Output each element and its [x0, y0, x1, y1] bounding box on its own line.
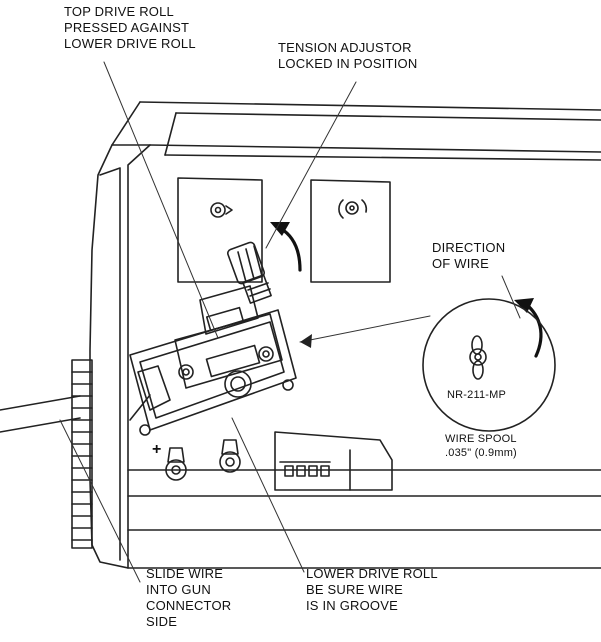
- label-slide-wire: SLIDE WIRE INTO GUN CONNECTOR SIDE: [146, 566, 232, 629]
- cabinet-base: [127, 431, 601, 569]
- pointer-arrowhead: [300, 334, 312, 348]
- label-lower-drive-roll: LOWER DRIVE ROLL BE SURE WIRE IS IN GROO…: [306, 566, 438, 613]
- label-top-drive-roll: TOP DRIVE ROLL PRESSED AGAINST LOWER DRI…: [64, 4, 196, 51]
- plus-terminal-label: +: [152, 441, 162, 458]
- leader-lines: [59, 61, 521, 583]
- tension-knob: [227, 241, 272, 304]
- drive-assembly: [129, 285, 297, 436]
- label-spool-model: NR-211-MP: [447, 389, 507, 401]
- output-terminals: [165, 439, 241, 481]
- arrow-heads: [270, 222, 534, 313]
- spool-detail: [422, 298, 556, 432]
- cabinet-top-rail: [111, 101, 601, 161]
- front-panel: [71, 144, 151, 569]
- label-wire-spool: WIRE SPOOL .035" (0.9mm): [445, 433, 517, 459]
- label-direction-of-wire: DIRECTION OF WIRE: [432, 240, 506, 271]
- gun-cable: [0, 395, 81, 433]
- label-tension-adjustor: TENSION ADJUSTOR LOCKED IN POSITION: [278, 40, 418, 71]
- interior-panels: [177, 177, 391, 283]
